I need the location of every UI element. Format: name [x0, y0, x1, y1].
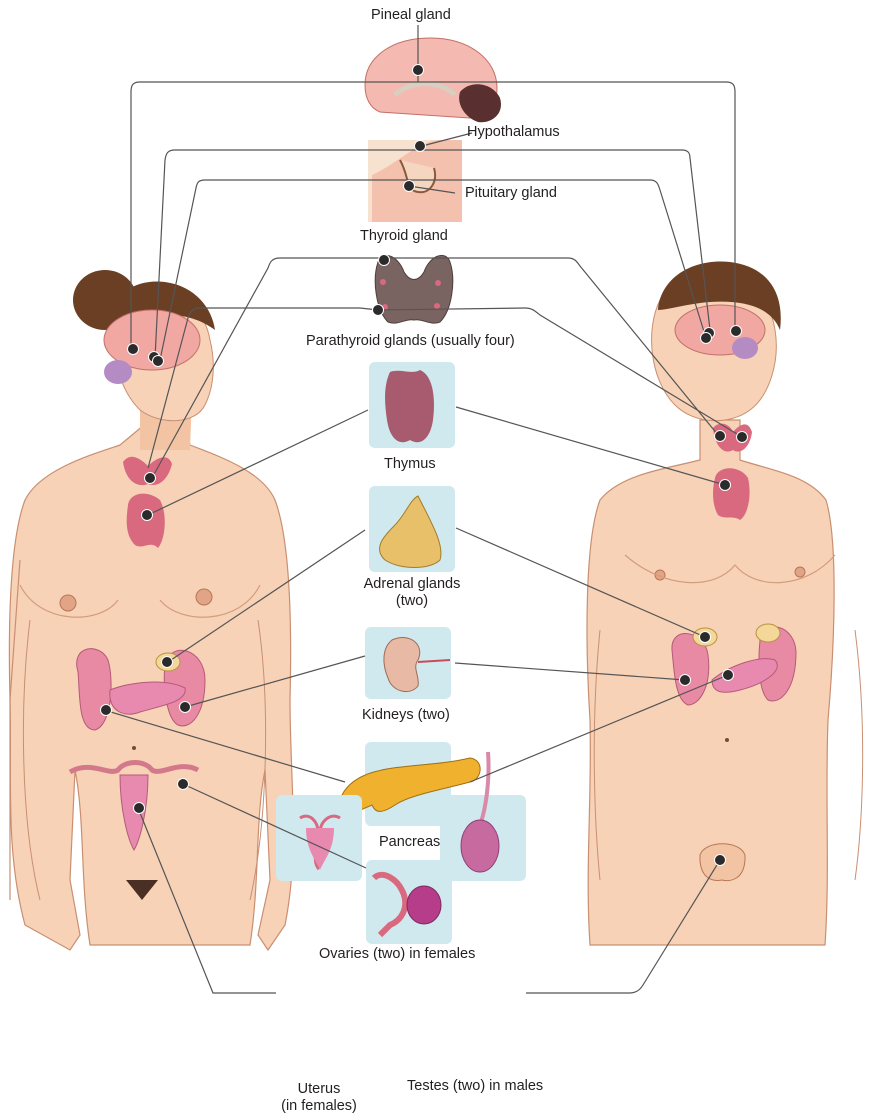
pineal-illustration	[365, 38, 501, 122]
label-kidneys: Kidneys (two)	[362, 707, 450, 724]
thymus-panel	[369, 362, 455, 448]
label-hypothalamus: Hypothalamus	[467, 124, 560, 141]
label-thymus: Thymus	[384, 456, 436, 473]
label-pituitary-gland: Pituitary gland	[465, 185, 557, 202]
kidney-panel	[365, 627, 451, 699]
label-thyroid-gland: Thyroid gland	[360, 228, 448, 245]
label-pancreas: Pancreas	[379, 834, 440, 851]
label-parathyroid-glands: Parathyroid glands (usually four)	[306, 333, 515, 350]
label-uterus: Uterus (in females)	[259, 1081, 379, 1115]
hypothalamus-pituitary-illustration	[368, 140, 462, 222]
thyroid-illustration	[375, 255, 453, 323]
label-uterus-line2: (in females)	[259, 1098, 379, 1115]
female-figure	[9, 270, 293, 950]
label-uterus-line1: Uterus	[259, 1081, 379, 1098]
ovary-panel	[366, 860, 452, 944]
label-ovaries: Ovaries (two) in females	[319, 946, 475, 963]
label-pineal-gland: Pineal gland	[371, 7, 451, 24]
label-adrenal-line1: Adrenal glands	[349, 576, 475, 593]
adrenal-panel	[369, 486, 455, 572]
label-adrenal-line2: (two)	[349, 593, 475, 610]
uterus-panel	[276, 795, 362, 881]
label-adrenal-glands: Adrenal glands (two)	[349, 576, 475, 610]
label-testes: Testes (two) in males	[407, 1078, 543, 1095]
